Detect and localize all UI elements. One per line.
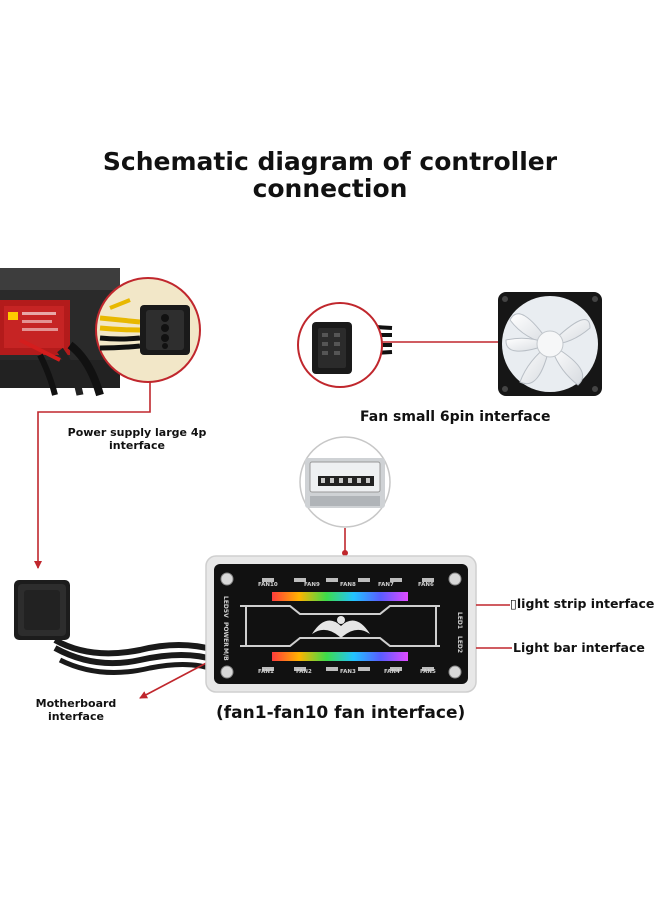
power-supply-label-line1: Power supply large 4p [67, 426, 207, 439]
top-port-label: FAN10 [258, 582, 278, 588]
right-side-label: LED2 [456, 636, 463, 653]
bottom-port-label: FAN4 [384, 669, 400, 675]
left-side-label: M/B [222, 648, 229, 661]
diagram-title-line1: Schematic diagram of controller [102, 147, 558, 176]
bottom-port-label: FAN1 [258, 669, 274, 675]
motherboard-label-line1: Motherboard [35, 697, 117, 710]
light-strip-label: ▯light strip interface [510, 596, 655, 611]
light-bar-label: Light bar interface [513, 640, 645, 655]
fan-6pin-label: Fan small 6pin interface [360, 409, 551, 425]
motherboard-label: Motherboard interface [26, 697, 126, 723]
motherboard-arrow [139, 659, 213, 699]
left-side-label: POWER [222, 622, 229, 647]
fan-6pin-zoom-circle [297, 302, 383, 388]
left-molex-connector [14, 580, 216, 675]
left-side-label: LED5V [222, 596, 229, 618]
case-fan-image [498, 292, 602, 396]
diagram-title-line2: connection [252, 174, 408, 203]
right-side-label: LED1 [456, 612, 463, 629]
fan-interface-label: (fan1-fan10 fan interface) [216, 703, 466, 723]
molex-zoom-circle [95, 277, 201, 383]
top-port-label: FAN8 [340, 582, 356, 588]
power-supply-label: Power supply large 4p interface [62, 426, 212, 452]
power-supply-arrow [34, 382, 151, 569]
top-port-label: FAN9 [304, 582, 320, 588]
header-zoom-circle [299, 436, 391, 528]
motherboard-label-line2: interface [48, 710, 104, 723]
top-port-label: FAN7 [378, 582, 394, 588]
controller-board: FAN10 FAN9 FAN8 FAN7 FAN6 FAN1 FAN2 FAN3… [205, 555, 477, 693]
bottom-port-label: FAN5 [420, 669, 436, 675]
header-arrow [342, 528, 348, 556]
bottom-port-label: FAN2 [296, 669, 312, 675]
top-port-label: FAN6 [418, 582, 434, 588]
bottom-port-label: FAN3 [340, 669, 356, 675]
power-supply-label-line2: interface [109, 439, 165, 452]
